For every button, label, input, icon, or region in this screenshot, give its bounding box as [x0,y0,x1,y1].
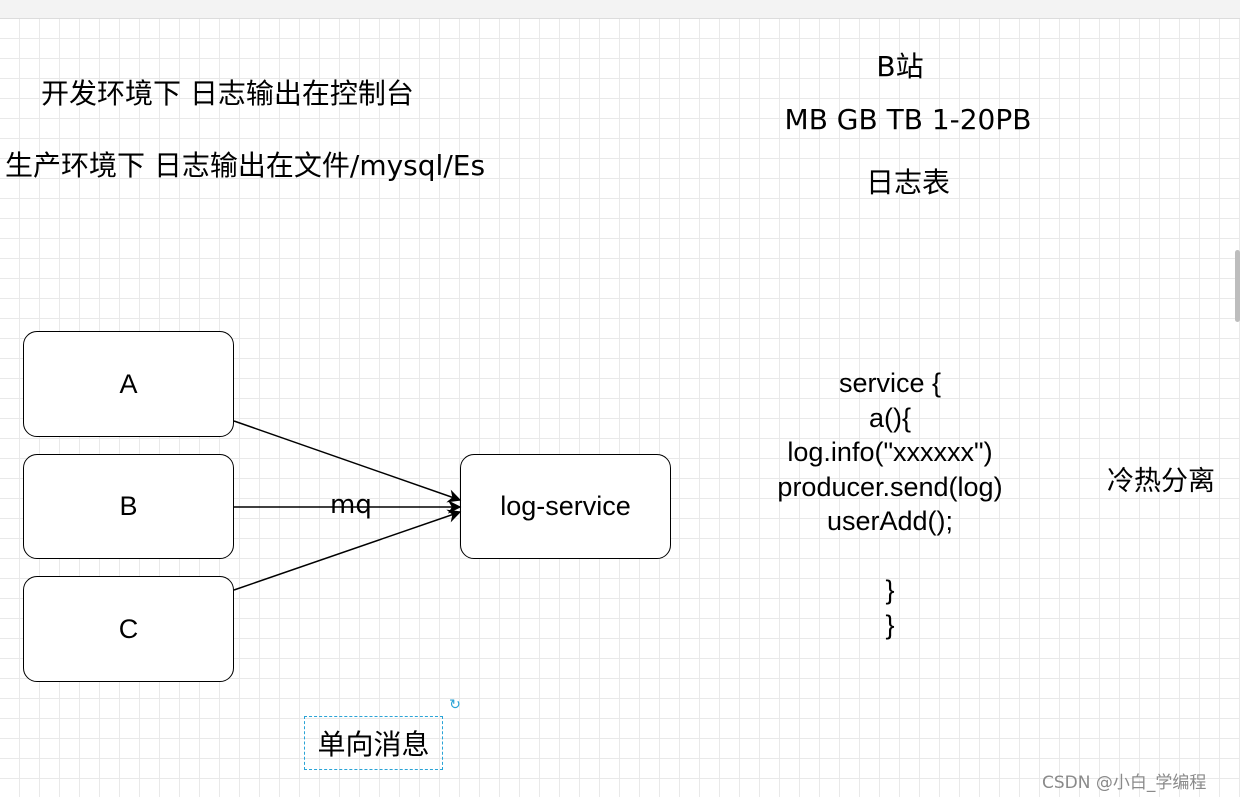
node-c-label: C [118,613,139,644]
node-a-label: A [119,368,138,399]
code-line: userAdd(); [826,506,954,536]
vertical-scrollbar[interactable] [1235,250,1240,322]
code-line [740,539,1040,574]
node-log-service[interactable]: log-service [460,454,671,559]
code-line: producer.send(log) [777,471,1003,502]
note-prod-env[interactable]: 生产环境下 日志输出在文件/mysql/Es [5,149,486,182]
rotate-handle-icon[interactable]: ↻ [449,696,461,712]
note-hot-cold[interactable]: 冷热分离 [1107,466,1215,497]
watermark: CSDN @小白_学编程 [1042,773,1207,793]
edge-a-to-log-service[interactable] [233,420,462,503]
note-dev-env[interactable]: 开发环境下 日志输出在控制台 [41,77,414,110]
selected-text-label: 单向消息 [317,728,430,761]
canvas-top-bar [0,0,1240,19]
note-site[interactable]: B站 [876,50,924,83]
node-a[interactable]: A [23,331,234,437]
code-line: log.info("xxxxxx") [787,437,993,467]
node-b[interactable]: B [23,454,234,559]
code-line: service { [838,368,942,398]
node-c[interactable]: C [23,576,234,682]
edge-label-mq[interactable]: mq [330,490,372,520]
note-log-table[interactable]: 日志表 [865,166,950,199]
code-line: } [885,609,895,640]
code-line: a(){ [868,402,912,433]
code-snippet[interactable]: service { a(){ log.info("xxxxxx") produc… [740,366,1040,642]
code-line: } [885,575,895,605]
edge-c-to-log-service[interactable] [233,509,462,591]
selected-text-box[interactable]: 单向消息 [304,716,443,770]
node-log-service-label: log-service [500,491,631,521]
node-b-label: B [119,491,138,521]
note-sizes[interactable]: MB GB TB 1-20PB [784,103,1032,136]
